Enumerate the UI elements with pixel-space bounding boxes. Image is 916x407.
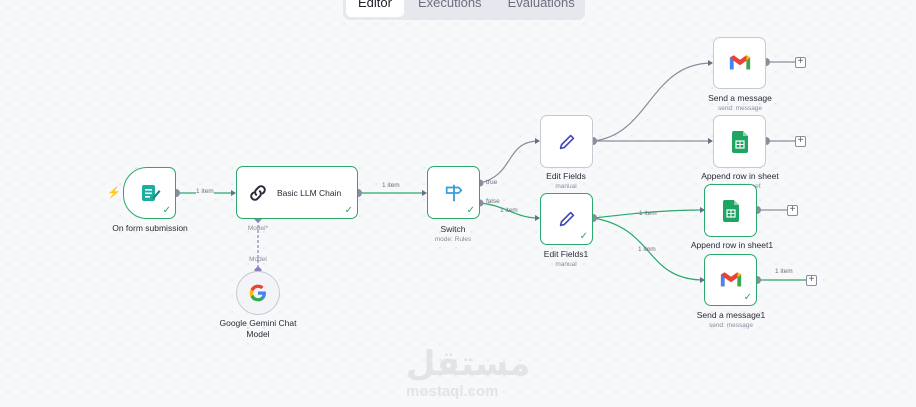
pen-icon [559, 211, 574, 227]
node-append-row-in-sheet1[interactable] [704, 184, 757, 237]
node-subtitle: mode: Rules [434, 236, 472, 243]
success-check-icon: ✓ [162, 205, 171, 216]
watermark-url: mostaql.com [406, 383, 499, 400]
tab-editor[interactable]: Editor [346, 0, 404, 17]
node-label: Edit Fields [546, 171, 586, 181]
output-true-label: true [486, 179, 498, 186]
node-label: Google Gemini Chat Model [219, 318, 297, 339]
sheets-icon [722, 199, 739, 222]
edge-item-count: 1 item [639, 210, 657, 217]
node-label: Basic LLM Chain [277, 187, 342, 198]
node-append-row-in-sheet[interactable] [713, 115, 766, 168]
form-icon [141, 185, 160, 201]
success-check-icon: ✓ [579, 231, 588, 242]
tab-executions[interactable]: Executions [417, 0, 482, 10]
trigger-bolt-icon: ⚡ [107, 187, 121, 199]
success-check-icon: ✓ [743, 292, 752, 303]
node-subtitle: send: message [717, 105, 763, 112]
watermark-logo: مستقل [406, 344, 531, 384]
node-google-gemini-chat-model[interactable] [236, 271, 280, 315]
success-check-icon: ✓ [466, 205, 475, 216]
editor-tab-bar: Editor Executions Evaluations [343, 0, 585, 20]
sheets-icon [731, 130, 748, 153]
edge-ef1-to-send1 [592, 217, 705, 281]
node-label: On form submission [112, 223, 188, 233]
gmail-icon [729, 55, 750, 70]
node-label: Send a message [708, 93, 772, 103]
node-send-a-message1[interactable]: ✓ [704, 254, 757, 306]
edge-item-count: 1 item [775, 268, 793, 275]
edge-item-count: 1 item [500, 207, 518, 214]
signpost-icon [445, 184, 463, 201]
gmail-icon [720, 272, 741, 287]
edge-item-count: 1 item [382, 182, 400, 189]
node-subtitle: manual [555, 261, 577, 268]
node-label: Append row in sheet1 [690, 240, 774, 250]
node-label: Send a message1 [696, 310, 766, 320]
link-icon [250, 184, 266, 201]
model-port-label: Model* [247, 225, 269, 232]
node-basic-llm-chain[interactable]: Basic LLM Chain ✓ [236, 166, 358, 219]
success-check-icon: ✓ [344, 205, 353, 216]
tab-evaluations[interactable]: Evaluations [507, 0, 575, 10]
node-subtitle: send: message [708, 322, 754, 329]
node-label: Edit Fields1 [543, 249, 589, 259]
edge-switch-false [479, 202, 540, 219]
node-label: Switch [440, 224, 466, 234]
edge-switch-true [479, 140, 540, 184]
node-label: Append row in sheet [701, 171, 779, 181]
edge-ef-to-send [592, 62, 713, 142]
node-switch[interactable]: ✓ [427, 166, 480, 219]
add-node-button[interactable]: + [787, 205, 798, 216]
output-false-label: false [486, 198, 500, 205]
node-edit-fields1[interactable]: ✓ [540, 193, 593, 245]
google-icon [249, 284, 266, 302]
add-node-button[interactable]: + [806, 275, 817, 286]
node-send-a-message[interactable] [713, 37, 766, 89]
edge-item-count: 1 item [638, 246, 656, 253]
node-subtitle: manual [555, 183, 577, 190]
node-on-form-submission[interactable]: ✓ [123, 167, 176, 219]
pen-icon [559, 134, 574, 149]
add-node-button[interactable]: + [795, 136, 806, 147]
node-edit-fields[interactable] [540, 115, 593, 168]
model-connection-label: Model [249, 256, 267, 263]
edge-ef1-to-append1 [592, 209, 705, 219]
edge-item-count: 1 item [196, 188, 214, 195]
add-node-button[interactable]: + [795, 57, 806, 68]
